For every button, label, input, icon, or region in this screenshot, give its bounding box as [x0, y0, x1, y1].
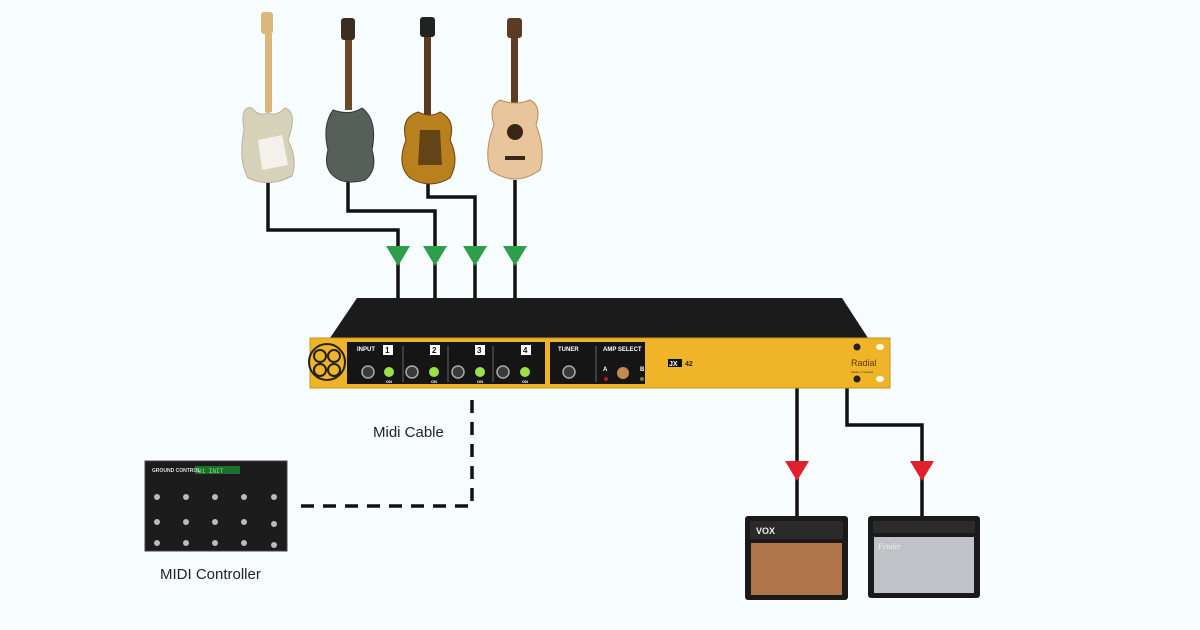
electric-guitar-icon: [325, 18, 375, 183]
amp-a-label: A: [603, 367, 608, 373]
midi-controller-icon: 01 INIT GROUND CONTROL: [144, 460, 288, 552]
arrow-down-icon: [785, 461, 809, 481]
acoustic-guitar-icon: [487, 18, 543, 180]
cable-guitar-1: [266, 180, 400, 298]
midi-controller-label: MIDI Controller: [160, 566, 261, 583]
amp-brand-vox: VOX: [756, 526, 775, 536]
cable-amp-b: [845, 388, 924, 518]
input-label: INPUT: [357, 347, 375, 353]
electric-guitar-icon: [241, 12, 295, 183]
controller-brand: GROUND CONTROL: [152, 468, 200, 474]
midi-cable-label: Midi Cable: [373, 424, 444, 441]
model-number: 42: [685, 361, 693, 368]
channel-2-label: 2: [432, 346, 437, 355]
guitar-amp-icon: Fender: [868, 516, 980, 598]
model-badge: JX: [669, 361, 678, 368]
cable-guitar-2: [346, 180, 437, 298]
arrow-down-icon: [463, 246, 487, 266]
on-label: ON: [522, 379, 528, 384]
rack-unit-icon: [308, 298, 891, 389]
on-label: ON: [386, 379, 392, 384]
electric-guitar-icon: [401, 17, 456, 185]
on-label: ON: [477, 379, 483, 384]
input-arrows: [386, 246, 527, 266]
arrow-down-icon: [503, 246, 527, 266]
made-in-label: Made in Canada: [851, 370, 873, 374]
output-cables: [795, 388, 924, 518]
brand-logo: Radial: [851, 358, 877, 368]
channel-1-label: 1: [385, 346, 390, 355]
guitar-amp-icon: VOX: [745, 516, 848, 600]
amp-select-label: AMP SELECT: [603, 347, 642, 353]
channel-3-label: 3: [477, 346, 482, 355]
midi-cable: [300, 400, 474, 508]
controller-display: 01 INIT: [198, 468, 224, 475]
channel-4-label: 4: [523, 346, 528, 355]
tuner-label: TUNER: [558, 347, 579, 353]
arrow-down-icon: [910, 461, 934, 481]
input-cables: [266, 180, 517, 298]
amp-brand-fender: Fender: [877, 542, 902, 551]
arrow-down-icon: [423, 246, 447, 266]
output-arrows: [785, 461, 934, 481]
amp-b-label: B: [640, 367, 645, 373]
on-label: ON: [431, 379, 437, 384]
arrow-down-icon: [386, 246, 410, 266]
